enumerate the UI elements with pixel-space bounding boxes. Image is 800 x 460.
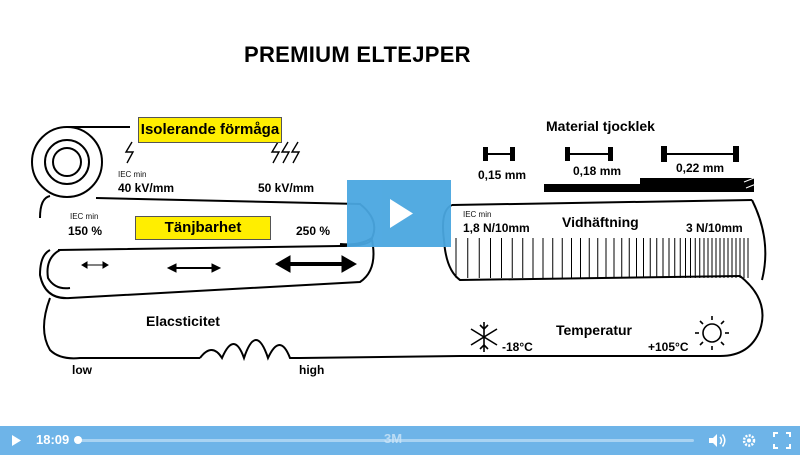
stretch-label: Tänjbarhet (135, 216, 271, 240)
settings-button[interactable] (738, 426, 760, 455)
play-button[interactable] (6, 426, 28, 455)
temperature-label: Temperatur (556, 322, 632, 338)
thickness-value-3: 0,22 mm (676, 161, 725, 175)
lightning-icon (124, 141, 301, 164)
elasticity-low: low (72, 363, 92, 377)
stretch-arrows (81, 255, 358, 273)
fullscreen-icon (773, 432, 791, 449)
fullscreen-button[interactable] (770, 426, 794, 455)
temperature-hot: +105°C (648, 340, 689, 354)
sun-icon (695, 316, 729, 350)
current-time: 18:09 (36, 432, 70, 447)
stretch-min-value: 150 % (68, 224, 103, 238)
volume-button[interactable] (705, 426, 729, 455)
tape-roll-icon (31, 126, 103, 198)
elasticity-label: Elacsticitet (146, 313, 220, 329)
stretch-premium-value: 250 % (296, 224, 331, 238)
thickness-label: Material tjocklek (546, 118, 655, 134)
thickness-markers (483, 146, 739, 162)
isolation-label: Isolerande förmåga (138, 117, 282, 143)
adhesion-premium-value: 3 N/10mm (686, 221, 743, 235)
big-play-button[interactable] (347, 180, 451, 247)
isolation-min-value: 40 kV/mm (118, 181, 175, 195)
adhesion-label: Vidhäftning (562, 214, 639, 230)
stretch-iec-min: IEC min (70, 212, 99, 221)
snowflake-icon (470, 322, 498, 352)
slide-title: PREMIUM ELTEJPER (244, 42, 471, 67)
thickness-value-2: 0,18 mm (573, 164, 622, 178)
play-icon (12, 435, 21, 446)
adhesion-hatching (455, 238, 749, 278)
video-frame[interactable]: PREMIUM ELTEJPER Isolerande förmåga IEC … (0, 0, 800, 422)
gear-icon (742, 434, 756, 447)
adhesion-iec-min: IEC min (463, 210, 492, 219)
isolation-iec-min: IEC min (118, 170, 147, 179)
thickness-value-1: 0,15 mm (478, 168, 527, 182)
adhesion-min-value: 1,8 N/10mm (463, 221, 530, 235)
elasticity-high: high (299, 363, 325, 377)
seek-handle[interactable] (74, 436, 82, 444)
isolation-premium-value: 50 kV/mm (258, 181, 315, 195)
control-bar: 18:09 3M (0, 426, 800, 455)
brand-watermark: 3M (384, 431, 403, 446)
temperature-cold: -18°C (502, 340, 533, 354)
big-play-icon (390, 199, 413, 228)
volume-icon (709, 434, 726, 447)
